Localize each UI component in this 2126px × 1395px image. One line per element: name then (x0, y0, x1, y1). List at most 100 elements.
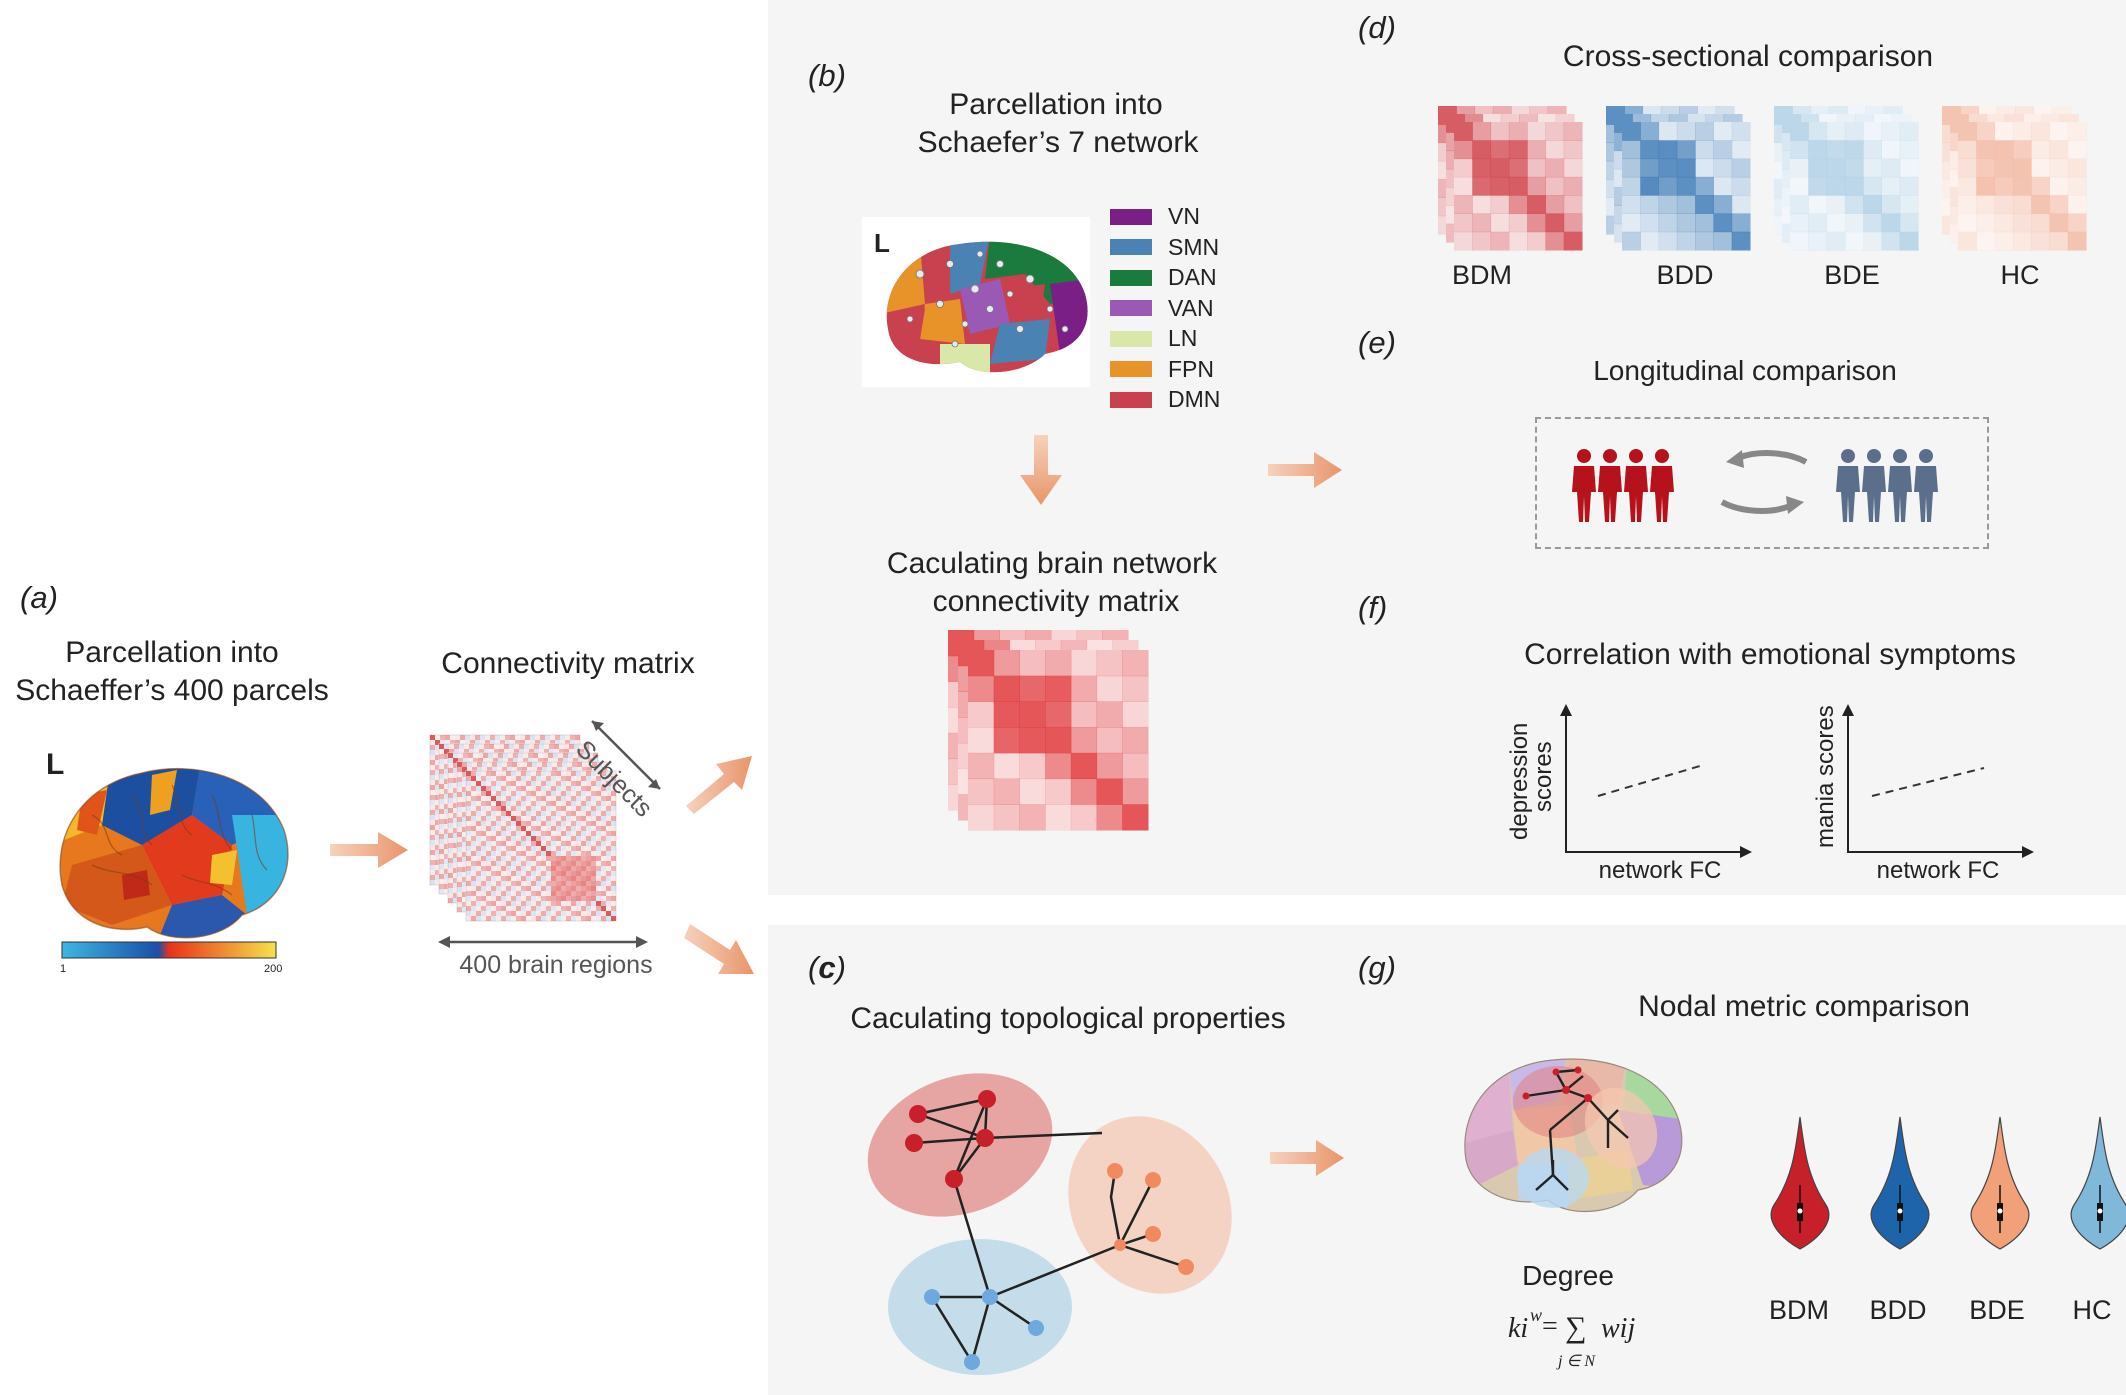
legend-label: DMN (1168, 386, 1221, 412)
group-label-bde: BDE (1824, 260, 1880, 290)
panel-e-label: (e) (1358, 325, 1396, 360)
legend-item-fpn: FPN (1110, 356, 1214, 383)
panel-b-hemisphere-label: L (874, 228, 890, 258)
panel-a-label: (a) (20, 580, 58, 615)
violin-label-bdd: BDD (1869, 1295, 1927, 1325)
violin-hc (2070, 1116, 2126, 1250)
group-matrix-hc (1958, 122, 2087, 251)
legend-label: SMN (1168, 233, 1220, 260)
legend-label: LN (1168, 325, 1198, 351)
arrow-to-connectivity (330, 832, 408, 868)
panel-f-title: Correlation with emotional symptoms (1524, 638, 2016, 671)
panel-c-label: (c) (808, 950, 846, 985)
panel-c-title: Caculating topological properties (850, 1002, 1286, 1035)
group-label-bdd: BDD (1656, 260, 1714, 290)
group-label-bdm: BDM (1452, 260, 1512, 290)
legend-item-dan: DAN (1110, 264, 1217, 291)
person-figure (1572, 449, 1596, 522)
subjects-axis-arrow (591, 720, 661, 790)
violin-bdd (1870, 1116, 1930, 1250)
legend-label: FPN (1168, 355, 1214, 382)
arrow-to-panel-g (1270, 1140, 1344, 1176)
network-connectivity-matrix-stack (948, 630, 1149, 831)
arrow-down-to-matrix (1020, 435, 1062, 505)
group-label-hc: HC (2000, 260, 2040, 290)
colorbar-min-label: 1 (60, 963, 67, 975)
plot1-xlabel: network FC (1598, 857, 1722, 884)
panel-b-title-line2: Schaefer’s 7 network (917, 126, 1199, 159)
legend-swatch (1110, 300, 1152, 316)
regions-axis-arrow (438, 936, 648, 948)
plot1-ylabel-line2: scores (1530, 741, 1557, 812)
person-figure (1624, 449, 1648, 522)
legend-label: VAN (1168, 294, 1214, 321)
network-matrix-title-line1: Caculating brain network (886, 547, 1218, 580)
formula-k: ki (1508, 1313, 1529, 1344)
plot2-ylabel: mania scores (1812, 705, 1839, 848)
degree-formula: ki w = ∑ wij j ∈ N (1508, 1305, 1668, 1375)
group-matrix-bde (1790, 122, 1919, 251)
degree-label: Degree (1522, 1260, 1614, 1291)
person-figure (1650, 449, 1674, 522)
panel-g-title: Nodal metric comparison (1638, 990, 1970, 1023)
parcel-colorbar (61, 941, 277, 959)
parcellated-brain-image (59, 767, 289, 939)
violin-label-bdm: BDM (1769, 1295, 1829, 1325)
depression-correlation-plot (1560, 704, 1752, 858)
group-matrix-bdd (1622, 122, 1751, 251)
person-figure (1836, 449, 1860, 522)
connectivity-matrix-title: Connectivity matrix (441, 647, 695, 680)
person-figure (1598, 449, 1622, 522)
panel-a-title-line1: Parcellation into (65, 636, 279, 669)
legend-item-ln: LN (1110, 325, 1197, 352)
regions-label: 400 brain regions (459, 951, 653, 979)
network-matrix-title-line2: connectivity matrix (932, 585, 1180, 618)
violin-label-bde: BDE (1969, 1295, 2025, 1325)
legend-item-van: VAN (1110, 295, 1214, 322)
panel-b-title-line1: Parcellation into (949, 88, 1163, 121)
legend-swatch (1110, 330, 1152, 347)
nodal-brain-image (1464, 1058, 1683, 1213)
panel-f-label: (f) (1358, 590, 1388, 625)
violin-plots (1770, 1116, 2126, 1250)
legend-swatch (1110, 361, 1152, 377)
panel-a-title-line2: Schaeffer’s 400 parcels (15, 674, 329, 707)
panel-b-label: (b) (808, 58, 846, 93)
legend-item-smn: SMN (1110, 234, 1219, 261)
legend-item-dmn: DMN (1110, 386, 1220, 413)
patients-group-blue-icon (1836, 449, 1938, 522)
person-figure (1914, 449, 1938, 522)
subject-matrix-layer (465, 770, 617, 922)
legend-swatch (1110, 269, 1152, 286)
arrow-to-panel-b (686, 756, 752, 814)
legend-label: DAN (1168, 264, 1217, 290)
arrow-to-panel-c (684, 924, 754, 974)
panel-e-title: Longitudinal comparison (1593, 355, 1897, 386)
formula-superscript-w: w (1530, 1305, 1543, 1325)
colorbar-max-label: 200 (264, 963, 283, 975)
patients-group-red-icon (1572, 449, 1674, 522)
group-matrix-bdm (1454, 122, 1583, 251)
panel-d-label: (d) (1358, 10, 1396, 45)
legend-swatch (1110, 208, 1152, 225)
group-matrices (1438, 106, 2087, 251)
legend-swatch (1110, 391, 1152, 408)
violin-bde (1970, 1116, 2030, 1250)
longitudinal-box (1535, 417, 1989, 549)
legend-item-vn: VN (1110, 203, 1200, 230)
bidirectional-arrows-icon (1720, 450, 1808, 514)
violin-label-hc: HC (2072, 1295, 2112, 1325)
mania-correlation-plot (1842, 704, 2034, 858)
arrow-to-panel-d-e-f (1268, 452, 1342, 488)
formula-wij: wij (1601, 1313, 1636, 1344)
panel-d-title: Cross-sectional comparison (1562, 40, 1934, 73)
formula-sum: ∑ (1565, 1311, 1587, 1344)
panel-g-label: (g) (1358, 950, 1396, 985)
legend-label: VN (1168, 203, 1200, 229)
subject-connectivity-matrices (429, 734, 617, 922)
formula-subscript: j ∈ N (1558, 1353, 1596, 1370)
network-topology-graph (867, 1073, 1232, 1375)
panel-a-hemisphere-label: L (46, 748, 65, 781)
network-matrix-layer (968, 650, 1149, 831)
plot2-xlabel: network FC (1876, 857, 2000, 884)
